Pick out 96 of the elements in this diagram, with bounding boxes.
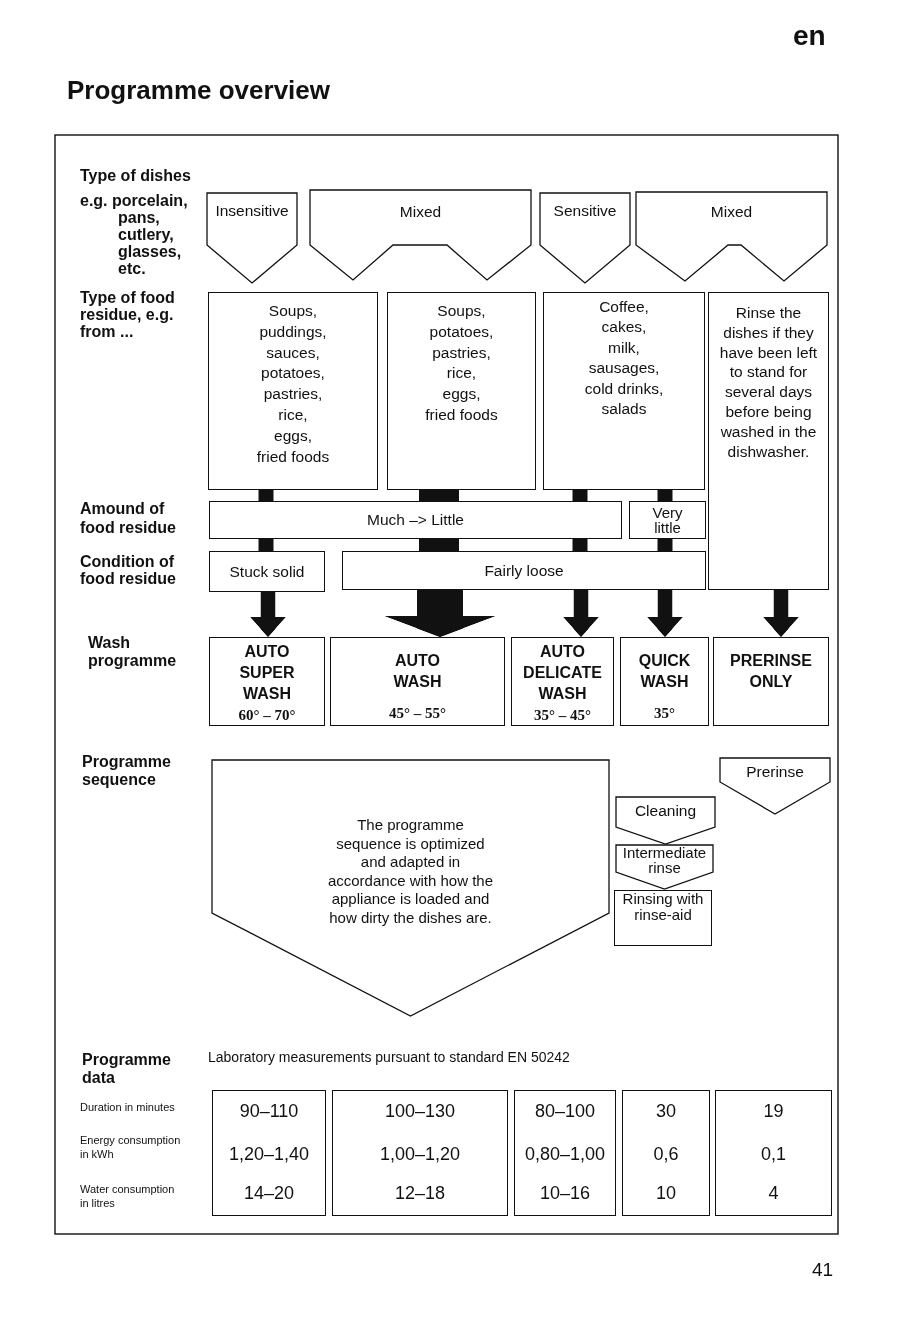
row-heading: Condition of food residue	[80, 554, 177, 587]
box-label: Coffee, cakes, milk, sausages, cold drinks, salads	[584, 297, 664, 420]
data-value: 12–18	[394, 1182, 446, 1205]
box-label: Intermediate rinse	[621, 845, 708, 875]
data-column-box	[715, 1090, 832, 1216]
box-label: Stuck solid	[229, 562, 305, 581]
box-label: Soups, puddings, sauces, potatoes, pastries, rice, eggs, fried foods	[256, 301, 330, 467]
connector-bar	[419, 490, 459, 501]
data-value: 1,20–1,40	[228, 1143, 310, 1166]
residue-box	[208, 292, 378, 490]
temperature-range: 35°	[654, 705, 675, 722]
connector-bar	[258, 490, 274, 501]
programme-name: PRERINSE ONLY	[729, 651, 813, 692]
programme-box	[620, 637, 709, 726]
row-heading: Type of food residue, e.g. from ...	[80, 289, 176, 340]
data-value: 80–100	[534, 1100, 596, 1123]
amount-box	[629, 501, 706, 539]
box-label: Rinsing with rinse-aid	[621, 891, 705, 923]
arrow	[647, 590, 683, 637]
data-column-box	[514, 1090, 616, 1216]
data-value: 90–110	[239, 1100, 299, 1123]
large-pentagon-arrow	[212, 760, 609, 1016]
data-value: 19	[763, 1100, 784, 1123]
step-box	[614, 890, 712, 946]
condition-box	[209, 551, 325, 592]
data-value: 0,80–1,00	[524, 1143, 606, 1166]
box-label: Insensitive	[215, 202, 289, 220]
connector-bar	[572, 490, 588, 501]
programme-name: AUTO DELICATE WASH	[522, 642, 603, 704]
data-value: 30	[656, 1100, 676, 1123]
row-label: Water consumption in litres	[80, 1183, 176, 1210]
temperature-range: 35° – 45°	[534, 707, 591, 724]
data-value: 0,6	[653, 1143, 679, 1166]
programme-name: AUTO SUPER WASH	[238, 642, 296, 704]
row-heading: Amound of food residue	[80, 499, 177, 537]
residue-box	[543, 292, 705, 490]
box-label: Mixed	[710, 203, 753, 221]
step-pentagon	[720, 758, 830, 814]
down-pointing-pentagon	[207, 193, 297, 283]
page-title: Programme overview	[67, 76, 330, 106]
arrow	[384, 590, 496, 637]
box-label: The programme sequence is optimized and adapted in accordance with how the appliance is loaded and how dirty the dishes are.	[326, 816, 495, 927]
box-label: Soups, potatoes, pastries, rice, eggs, fried foods	[425, 301, 498, 425]
connector-bar	[657, 490, 673, 501]
arrow	[763, 590, 799, 637]
condition-bar	[342, 551, 706, 590]
row-subheading: e.g. porcelain, pans, cutlery, glasses, etc.	[80, 192, 189, 277]
programme-name: AUTO WASH	[392, 651, 443, 692]
double-pointed-banner	[310, 190, 531, 280]
data-value: 4	[768, 1182, 779, 1205]
box-label: Fairly loose	[484, 561, 564, 580]
row-label: Duration in minutes	[80, 1101, 175, 1114]
temperature-range: 60° – 70°	[238, 707, 296, 724]
connector-bar	[258, 539, 274, 551]
language-code: en	[793, 20, 826, 53]
box-label: Mixed	[399, 203, 442, 221]
arrow	[250, 592, 286, 637]
programme-box	[330, 637, 505, 726]
programme-box	[713, 637, 829, 726]
temperature-range: 45° – 55°	[389, 705, 446, 722]
data-value: 1,00–1,20	[379, 1143, 461, 1166]
connector-bar	[572, 539, 588, 551]
double-pointed-banner	[636, 192, 827, 281]
data-value: 10–16	[539, 1182, 591, 1205]
data-value: 100–130	[384, 1100, 456, 1123]
data-column-box	[212, 1090, 326, 1216]
data-column-box	[332, 1090, 508, 1216]
programme-name: QUICK WASH	[637, 651, 692, 692]
row-heading: Programme sequence	[82, 753, 172, 789]
programme-box	[209, 637, 325, 726]
row-heading: Programme data	[82, 1051, 172, 1087]
connector-bar	[419, 539, 459, 551]
row-heading: Wash programme	[88, 634, 178, 670]
down-pointing-pentagon	[540, 193, 630, 283]
data-value: 0,1	[761, 1143, 786, 1166]
amount-bar	[209, 501, 622, 539]
note-text: Laboratory measurements pursuant to standard EN 50242	[208, 1049, 570, 1066]
programme-box	[511, 637, 614, 726]
row-heading: Type of dishes	[80, 167, 191, 186]
arrow	[563, 590, 599, 637]
step-pentagon	[616, 797, 715, 844]
data-value: 14–20	[243, 1182, 295, 1205]
box-label: Rinse the dishes if they have been left to stand for several days before being washed in the dishwasher.	[718, 303, 819, 462]
step-pentagon	[616, 845, 713, 889]
note-box	[708, 292, 829, 590]
data-column-box	[622, 1090, 710, 1216]
box-label: Sensitive	[553, 202, 617, 220]
box-label: Cleaning	[634, 802, 697, 820]
box-label: Prerinse	[746, 763, 804, 781]
data-value: 10	[656, 1182, 676, 1205]
residue-box	[387, 292, 536, 490]
row-label: Energy consumption in kWh	[80, 1134, 182, 1161]
connector-bar	[657, 539, 673, 551]
box-label: Very little	[651, 505, 684, 535]
page-number: 41	[812, 1259, 834, 1281]
box-label: Much –> Little	[367, 511, 464, 529]
